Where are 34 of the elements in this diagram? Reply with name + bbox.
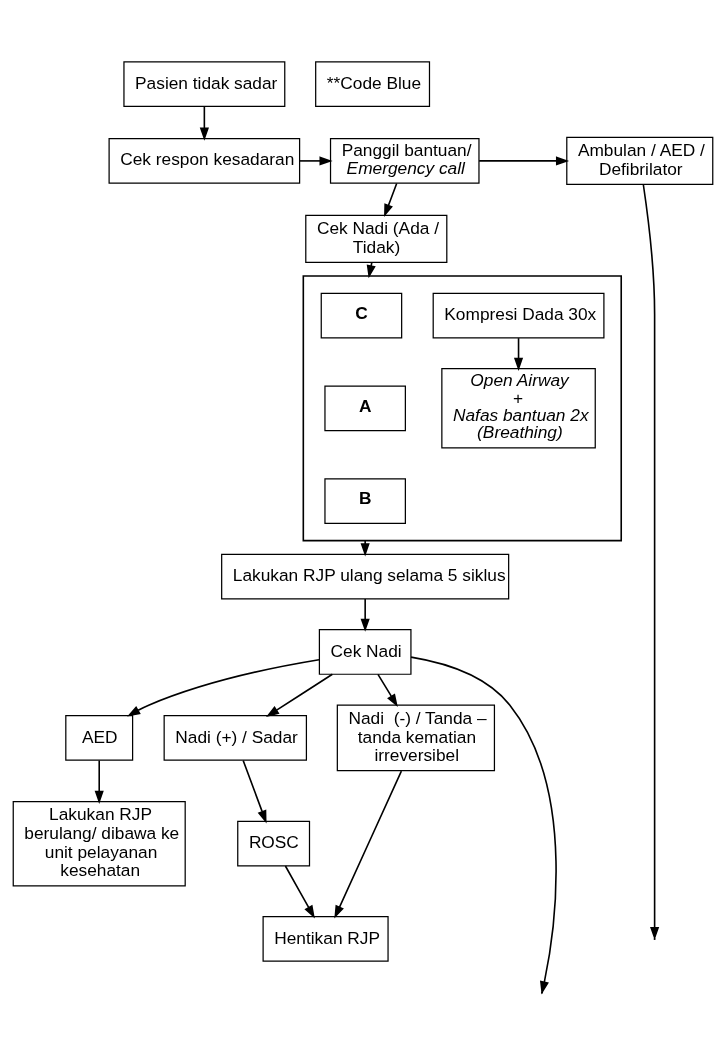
node-box: Ambulan / AED / Defibrilator [566, 136, 714, 186]
node-box: A [324, 385, 406, 432]
arrow [478, 156, 570, 166]
node-box: C [320, 292, 403, 339]
node-box: Pasien tidak sadar [123, 61, 286, 108]
node-box: Lakukan RJP berulang/ dibawa ke unit pelayanan kesehatan [12, 801, 186, 887]
node-box: Hentikan RJP [262, 916, 389, 962]
node-box: Open Airway + Nafas bantuan 2x (Breathing) [441, 368, 596, 449]
arrow [384, 182, 398, 218]
node-box: ROSC [237, 820, 311, 867]
node-box: Nadi (-) / Tanda – tanda kematian irreversibel [336, 704, 496, 772]
arrow [94, 759, 104, 804]
arrow [266, 673, 334, 717]
arrow [127, 658, 320, 717]
node-box: Cek respon kesadaran [108, 138, 301, 184]
node-box: Panggil bantuan/ Emergency call [329, 138, 480, 184]
arrow [334, 770, 403, 919]
arrow [199, 105, 209, 141]
node-box: AED [65, 715, 134, 761]
arrow [360, 598, 370, 632]
node-box: Lakukan RJP ulang selama 5 siklus [221, 553, 510, 600]
arrow [242, 759, 267, 824]
node-box: Cek Nadi [318, 629, 412, 675]
node-box: B [324, 478, 406, 524]
node-box: Cek Nadi (Ada / Tidak) [305, 214, 448, 263]
cluster [302, 275, 623, 542]
arrow [377, 673, 398, 707]
node-box: Nadi (+) / Sadar [163, 715, 308, 761]
node-box: **Code Blue [315, 61, 431, 108]
arrow [642, 183, 660, 941]
node-box: Kompresi Dada 30x [432, 292, 605, 339]
arrow [299, 156, 333, 166]
arrow [513, 337, 524, 371]
arrow [284, 865, 315, 919]
